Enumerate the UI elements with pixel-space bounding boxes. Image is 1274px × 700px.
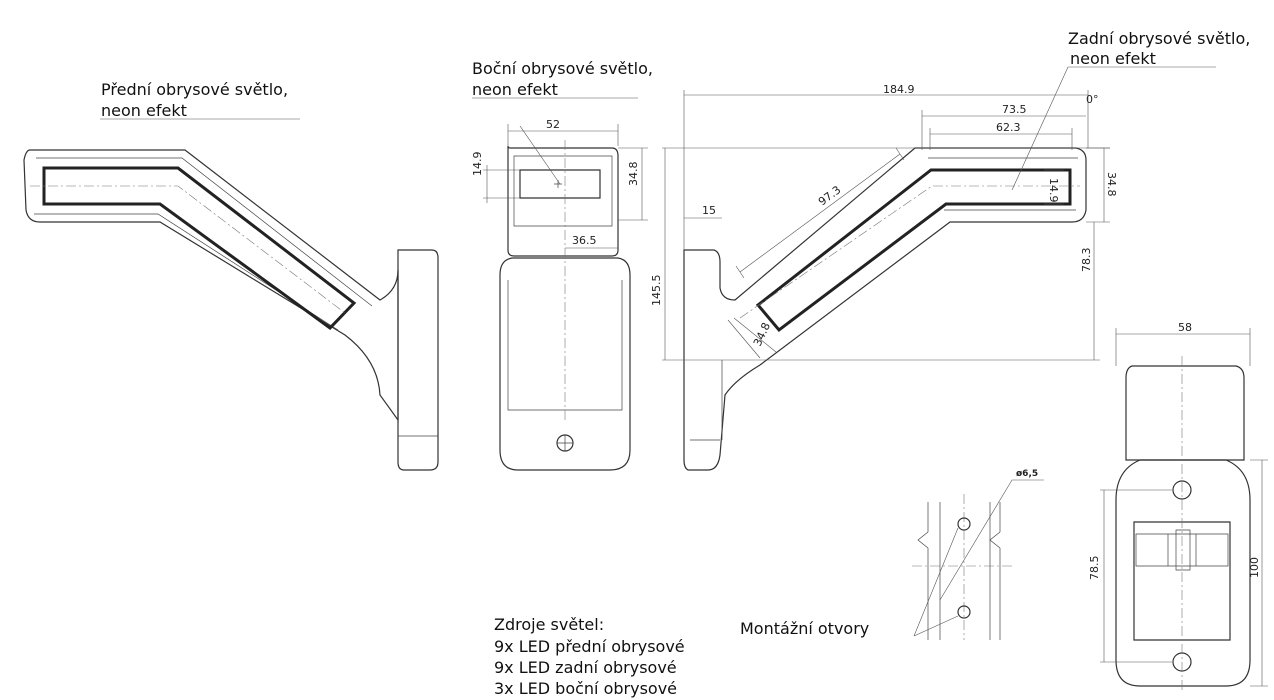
- dim-97-3: 97.3: [816, 183, 843, 208]
- dim-15: 15: [702, 204, 716, 217]
- side-view: 52 14.9 34.8 36.5 Boční obrysové světlo,…: [471, 59, 653, 471]
- rear-label-line1: Zadní obrysové světlo,: [1068, 29, 1250, 48]
- dim-angle: 0°: [1086, 93, 1099, 106]
- dim-78-5: 78.5: [1088, 556, 1101, 581]
- light-sources-legend: Zdroje světel: 9x LED přední obrysové 9x…: [494, 615, 685, 698]
- rear-label-line2: neon efekt: [1070, 49, 1156, 68]
- dim-52: 52: [546, 118, 560, 131]
- dim-hole-diameter: ø6,5: [1016, 469, 1038, 479]
- front-label-line1: Přední obrysové světlo,: [101, 80, 288, 99]
- source-item: 9x LED přední obrysové: [494, 637, 685, 656]
- source-item: 3x LED boční obrysové: [494, 679, 677, 698]
- dim-14-9-rear: 14.9: [1047, 178, 1060, 203]
- dim-36-5: 36.5: [572, 234, 597, 247]
- dim-100: 100: [1248, 557, 1261, 578]
- dim-34-8-rear: 34.8: [1105, 172, 1118, 197]
- dim-184-9: 184.9: [883, 83, 915, 96]
- detail-hole-bottom: [957, 605, 971, 619]
- dim-73-5: 73.5: [1002, 103, 1027, 116]
- side-label-line2: neon efekt: [472, 80, 558, 99]
- source-item: 9x LED zadní obrysové: [494, 658, 677, 677]
- dim-62-3: 62.3: [996, 121, 1021, 134]
- dim-14-9-side: 14.9: [471, 152, 484, 177]
- sources-title: Zdroje světel:: [494, 615, 604, 634]
- mount-holes-label: Montážní otvory: [740, 619, 869, 638]
- side-label-line1: Boční obrysové světlo,: [472, 59, 653, 78]
- front-label-line2: neon efekt: [101, 101, 187, 120]
- base-mount-hole-top: [1172, 480, 1192, 500]
- dim-58: 58: [1178, 321, 1192, 334]
- detail-hole-top: [957, 517, 971, 531]
- dim-34-8-side: 34.8: [627, 162, 640, 187]
- dim-78-3: 78.3: [1080, 248, 1093, 273]
- mount-holes-detail: ø6,5 Montážní otvory: [740, 469, 1044, 640]
- base-view: 58 78.5 100: [1088, 321, 1268, 692]
- front-view: Přední obrysové světlo, neon efekt: [23, 80, 439, 471]
- dim-145-5: 145.5: [650, 275, 663, 307]
- dim-34-8-arm: 34.8: [751, 321, 773, 349]
- profile-view: 184.9 0° 73.5 62.3 15 97.3 34.8 145.5 34…: [650, 29, 1250, 471]
